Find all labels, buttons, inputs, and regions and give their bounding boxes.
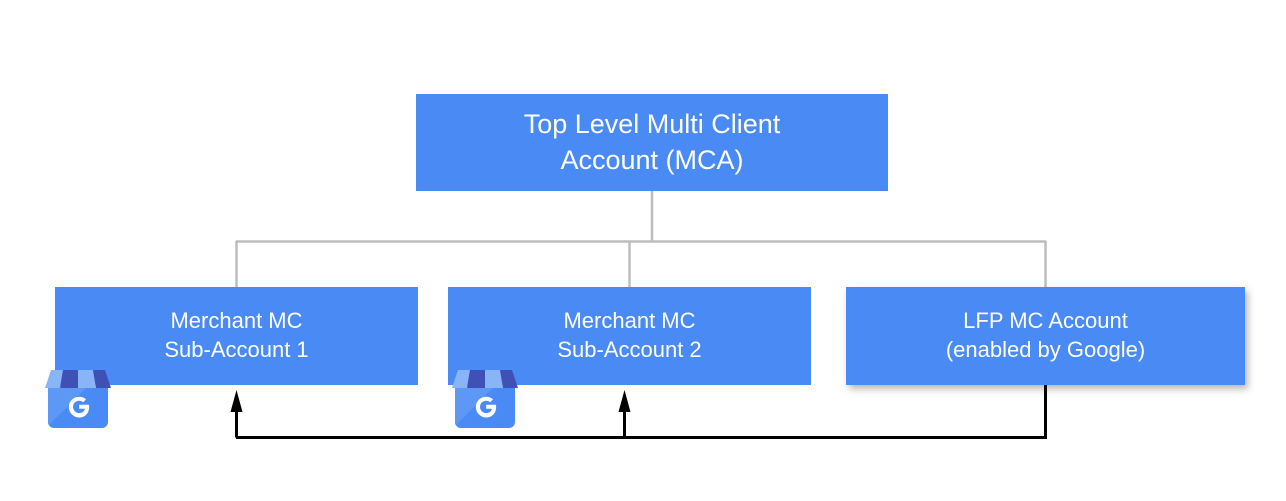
node-sub2-line2: Sub-Account 2 <box>557 337 702 362</box>
google-business-profile-store-icon <box>452 370 518 428</box>
arrowhead-sub1 <box>230 390 243 412</box>
node-sub1-line1: Merchant MC <box>170 308 303 334</box>
node-lfp-line2: (enabled by Google) <box>945 337 1146 362</box>
arrowhead-sub2 <box>618 390 631 412</box>
node-lfp-mc-account[interactable]: LFP MC Account (enabled by Google) <box>846 287 1245 385</box>
node-sub1-line2: Sub-Account 1 <box>164 337 309 362</box>
node-merchant-sub-account-2[interactable]: Merchant MC Sub-Account 2 <box>448 287 811 385</box>
google-business-profile-store-icon <box>45 370 111 428</box>
node-mca-line2: Account (MCA) <box>560 144 744 175</box>
node-top-level-mca[interactable]: Top Level Multi Client Account (MCA) <box>416 94 888 191</box>
node-sub2-line1: Merchant MC <box>563 308 696 334</box>
node-lfp-line1: LFP MC Account <box>963 308 1128 334</box>
node-merchant-sub-account-1[interactable]: Merchant MC Sub-Account 1 <box>55 287 418 385</box>
node-mca-line1: Top Level Multi Client <box>523 109 781 140</box>
